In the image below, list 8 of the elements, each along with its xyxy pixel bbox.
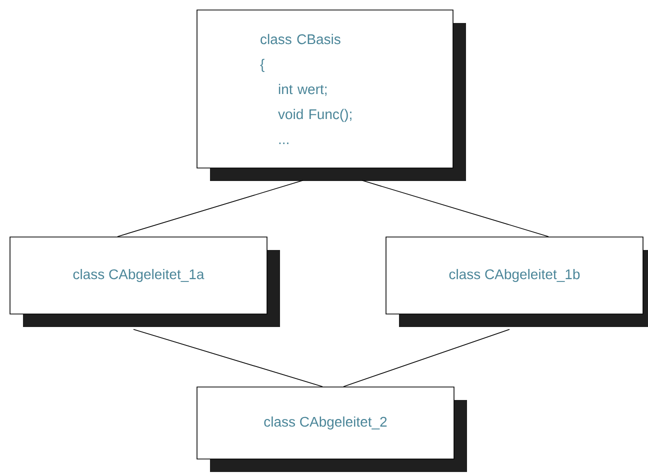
class-box: class CBasis { int wert; void Func(); ... bbox=[196, 10, 466, 181]
class-box: class CAbgeleitet_1a bbox=[10, 236, 280, 327]
class-box: class CAbgeleitet_2 bbox=[196, 386, 467, 472]
connector-line bbox=[362, 180, 549, 237]
class-box: class CAbgeleitet_1b bbox=[386, 236, 648, 327]
connector-line bbox=[117, 180, 304, 237]
connector-line bbox=[133, 328, 323, 387]
connector-line bbox=[343, 328, 510, 387]
